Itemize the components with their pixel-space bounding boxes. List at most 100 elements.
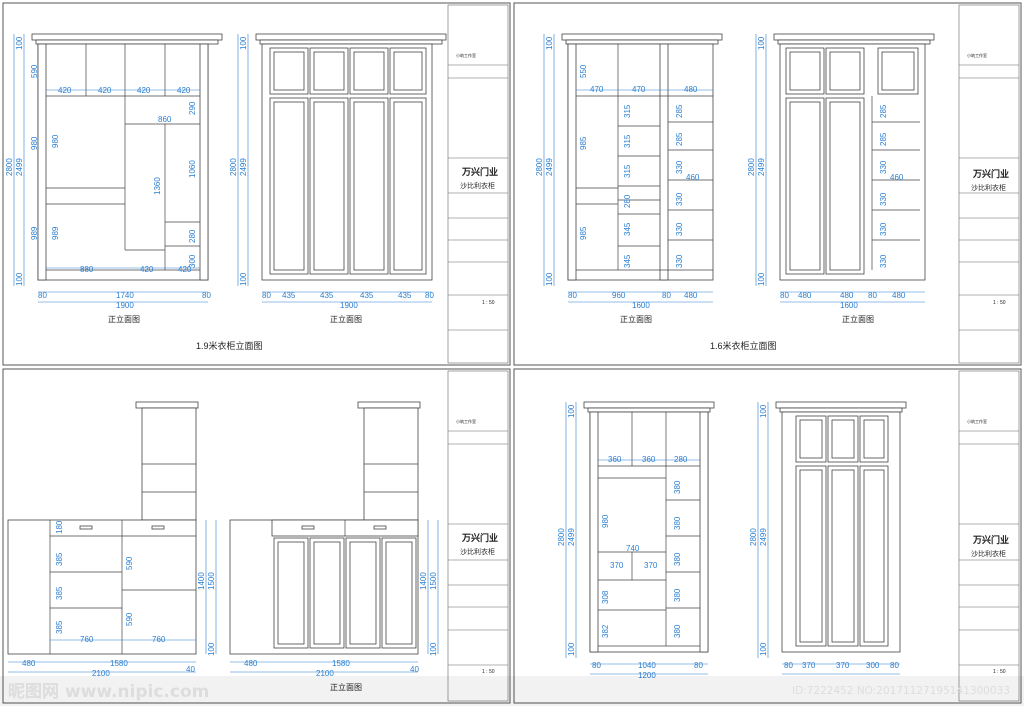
svg-text:80: 80 — [262, 291, 271, 300]
svg-text:370: 370 — [644, 561, 658, 570]
svg-text:380: 380 — [673, 480, 682, 494]
svg-text:420: 420 — [177, 86, 191, 95]
svg-text:435: 435 — [398, 291, 412, 300]
sheet-2-dimensions: 2800 2499 100 550 985 985 100 470 470 48… — [535, 34, 713, 310]
svg-text:1400: 1400 — [197, 572, 206, 590]
sheet-1-frame — [2, 2, 511, 366]
svg-text:285: 285 — [675, 104, 684, 118]
svg-text:2100: 2100 — [92, 669, 110, 678]
svg-text:460: 460 — [890, 173, 904, 182]
svg-text:40: 40 — [186, 665, 195, 674]
svg-text:590: 590 — [30, 64, 39, 78]
sheet-4-door-dimensions: 2800 2499 100 100 80 370 370 300 80 — [749, 402, 900, 675]
svg-text:740: 740 — [626, 544, 640, 553]
svg-text:1060: 1060 — [188, 160, 197, 178]
svg-text:330: 330 — [879, 222, 888, 236]
sheet-1-caption: 1.9米衣柜立面图 — [196, 340, 263, 351]
scale-label: 1 : 50 — [993, 669, 1006, 675]
svg-text:1900: 1900 — [340, 301, 358, 310]
sheet-2-view-label-b: 正立面图 — [842, 314, 874, 324]
svg-text:315: 315 — [623, 164, 632, 178]
svg-text:100: 100 — [545, 36, 554, 50]
svg-text:420: 420 — [140, 265, 154, 274]
svg-text:2499: 2499 — [545, 158, 554, 176]
svg-text:315: 315 — [623, 134, 632, 148]
svg-text:330: 330 — [675, 192, 684, 206]
svg-text:980: 980 — [51, 134, 60, 148]
svg-text:1900: 1900 — [116, 301, 134, 310]
svg-text:100: 100 — [567, 642, 576, 656]
svg-text:980: 980 — [601, 514, 610, 528]
sheet-1-dimensions: 2800 2499 100 590 980 989 100 420 420 42… — [5, 34, 211, 310]
svg-text:860: 860 — [158, 115, 172, 124]
svg-text:2800: 2800 — [557, 528, 566, 546]
studio-name: 小筑工作室 — [967, 418, 987, 424]
sheet-2-door-elevation — [773, 33, 935, 281]
sheet-1-view-label-a: 正立面图 — [108, 314, 140, 324]
sheet-3-door-dimensions: 1400 1500 100 480 1580 40 2100 — [230, 520, 439, 678]
svg-text:385: 385 — [55, 620, 64, 634]
title-block-3: 小筑工作室 万兴门业 沙比利衣柜 1 : 50 — [447, 370, 509, 702]
svg-text:1500: 1500 — [207, 572, 216, 590]
svg-text:360: 360 — [608, 455, 622, 464]
svg-text:480: 480 — [684, 291, 698, 300]
svg-text:100: 100 — [207, 642, 216, 656]
svg-text:1040: 1040 — [638, 661, 656, 670]
svg-text:285: 285 — [879, 132, 888, 146]
sheet-1-interior-elevation — [31, 33, 223, 281]
product-name: 沙比利衣柜 — [971, 549, 1006, 558]
svg-text:590: 590 — [125, 556, 134, 570]
svg-text:100: 100 — [15, 36, 24, 50]
svg-text:480: 480 — [840, 291, 854, 300]
svg-text:345: 345 — [623, 254, 632, 268]
svg-text:385: 385 — [55, 552, 64, 566]
svg-text:100: 100 — [429, 642, 438, 656]
sheet-3-door-elevation — [229, 401, 421, 655]
svg-text:1580: 1580 — [110, 659, 128, 668]
product-name: 沙比利衣柜 — [460, 181, 495, 190]
company-name: 万兴门业 — [461, 166, 498, 177]
product-name: 沙比利衣柜 — [460, 547, 495, 556]
svg-text:2800: 2800 — [5, 158, 14, 176]
company-name: 万兴门业 — [972, 168, 1009, 179]
svg-text:100: 100 — [239, 36, 248, 50]
svg-text:100: 100 — [759, 404, 768, 418]
svg-text:80: 80 — [694, 661, 703, 670]
svg-text:470: 470 — [632, 85, 646, 94]
sheet-3-frame — [2, 368, 511, 704]
svg-text:285: 285 — [879, 104, 888, 118]
svg-text:1200: 1200 — [638, 671, 656, 680]
svg-text:1500: 1500 — [429, 572, 438, 590]
sheet-1-door-elevation — [255, 33, 447, 281]
svg-text:100: 100 — [15, 272, 24, 286]
svg-text:80: 80 — [202, 291, 211, 300]
svg-text:1600: 1600 — [840, 301, 858, 310]
svg-text:2499: 2499 — [759, 528, 768, 546]
svg-text:370: 370 — [836, 661, 850, 670]
svg-text:280: 280 — [188, 229, 197, 243]
svg-text:435: 435 — [320, 291, 334, 300]
svg-text:315: 315 — [623, 104, 632, 118]
sheet-2-frame — [513, 2, 1022, 366]
svg-text:989: 989 — [30, 226, 39, 240]
svg-text:380: 380 — [673, 552, 682, 566]
svg-text:760: 760 — [152, 635, 166, 644]
studio-name: 小筑工作室 — [456, 52, 476, 58]
svg-text:420: 420 — [178, 265, 192, 274]
svg-text:330: 330 — [675, 160, 684, 174]
sheet-1-view-label-b: 正立面图 — [330, 314, 362, 324]
svg-text:985: 985 — [579, 226, 588, 240]
svg-text:380: 380 — [673, 588, 682, 602]
title-block-4: 小筑工作室 万兴门业 沙比利衣柜 1 : 50 — [958, 370, 1020, 702]
svg-text:760: 760 — [80, 635, 94, 644]
svg-text:180: 180 — [55, 520, 64, 534]
svg-text:435: 435 — [282, 291, 296, 300]
svg-text:435: 435 — [360, 291, 374, 300]
sheet-2-caption: 1.6米衣柜立面图 — [710, 340, 777, 351]
svg-text:1400: 1400 — [419, 572, 428, 590]
svg-text:370: 370 — [802, 661, 816, 670]
svg-text:100: 100 — [757, 272, 766, 286]
svg-text:985: 985 — [579, 136, 588, 150]
svg-text:300: 300 — [188, 254, 197, 268]
